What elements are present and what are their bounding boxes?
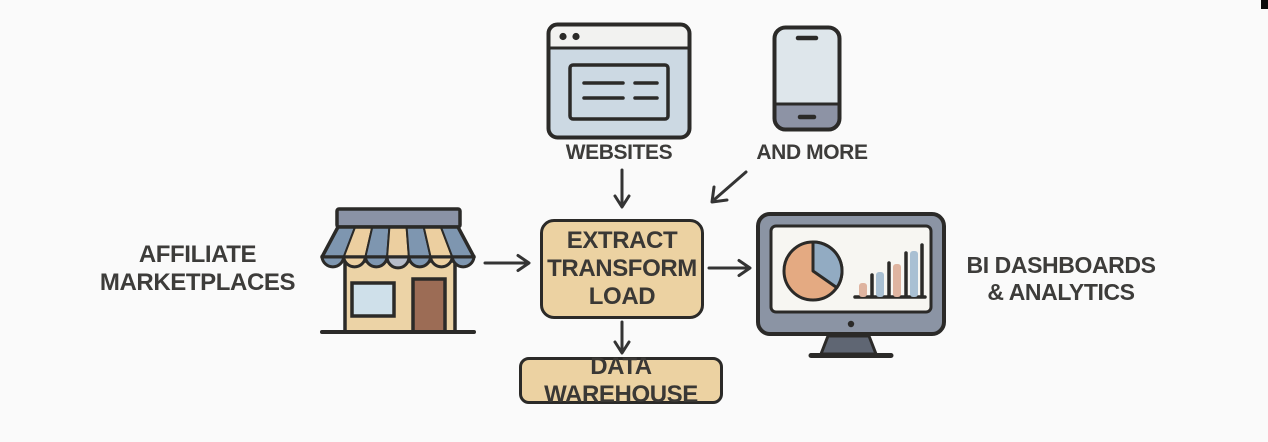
- bi-dashboards-label: BI DASHBOARDS & ANALYTICS: [966, 252, 1156, 305]
- arrow-websites-to-etl: [610, 167, 634, 213]
- monitor-analytics-icon: [755, 211, 947, 359]
- arrow-etl-to-bi: [706, 256, 758, 280]
- etl-process-box: EXTRACT TRANSFORM LOAD: [540, 219, 704, 319]
- mobile-phone-icon: [772, 25, 842, 132]
- arrow-etl-to-warehouse: [610, 320, 634, 360]
- data-warehouse-box: DATA WAREHOUSE: [519, 353, 723, 408]
- arrow-affiliate-to-etl: [482, 251, 538, 275]
- affiliate-marketplaces-label: AFFILIATE MARKETPLACES: [99, 241, 296, 297]
- corner-mark: [1261, 0, 1268, 9]
- storefront-icon: [318, 206, 478, 336]
- websites-label: WEBSITES: [565, 141, 673, 164]
- arrow-and-more-to-etl: [702, 168, 750, 210]
- and-more-label: AND MORE: [756, 141, 868, 164]
- browser-window-icon: [546, 22, 692, 140]
